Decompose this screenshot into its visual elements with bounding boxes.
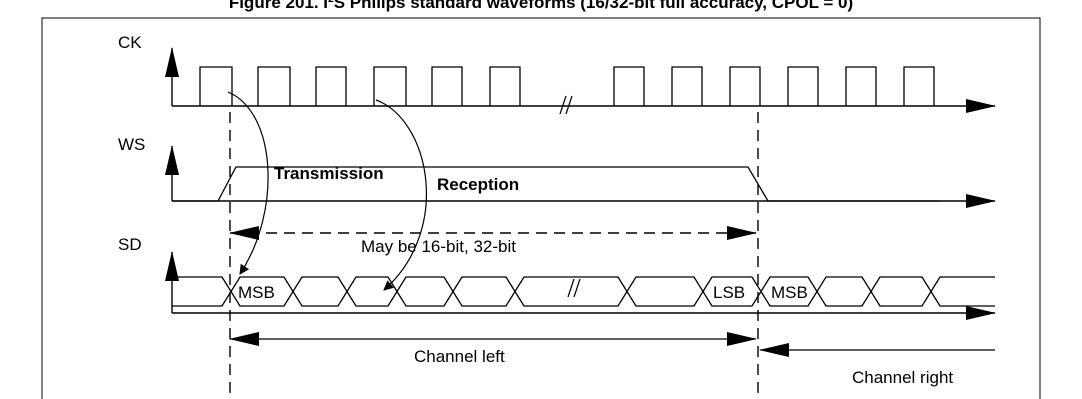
figure-title: Figure 201. I²S Philips standard wavefor…: [229, 0, 853, 12]
bit-width-label: May be 16-bit, 32-bit: [361, 237, 516, 256]
transmission-curve-arrow: [227, 91, 269, 275]
sd-label: SD: [118, 235, 142, 254]
figure-frame: [41, 17, 1041, 399]
reception-curve-arrow: [375, 99, 427, 291]
ws-label: WS: [118, 135, 145, 154]
ws-waveform: [172, 166, 940, 202]
msb-right-label: MSB: [771, 283, 808, 302]
ck-break-mark: [559, 95, 573, 115]
sd-break-mark: [567, 278, 581, 298]
transmission-label: Transmission: [274, 164, 384, 183]
ck-label: CK: [118, 33, 142, 52]
sd-waveform: [172, 276, 995, 307]
channel-left-label: Channel left: [414, 347, 505, 366]
reception-label: Reception: [437, 175, 519, 194]
msb-label: MSB: [238, 283, 275, 302]
lsb-label: LSB: [713, 283, 745, 302]
ck-waveform-b: [613, 66, 935, 106]
ck-waveform-a: [199, 66, 521, 106]
channel-right-label: Channel right: [852, 368, 953, 387]
